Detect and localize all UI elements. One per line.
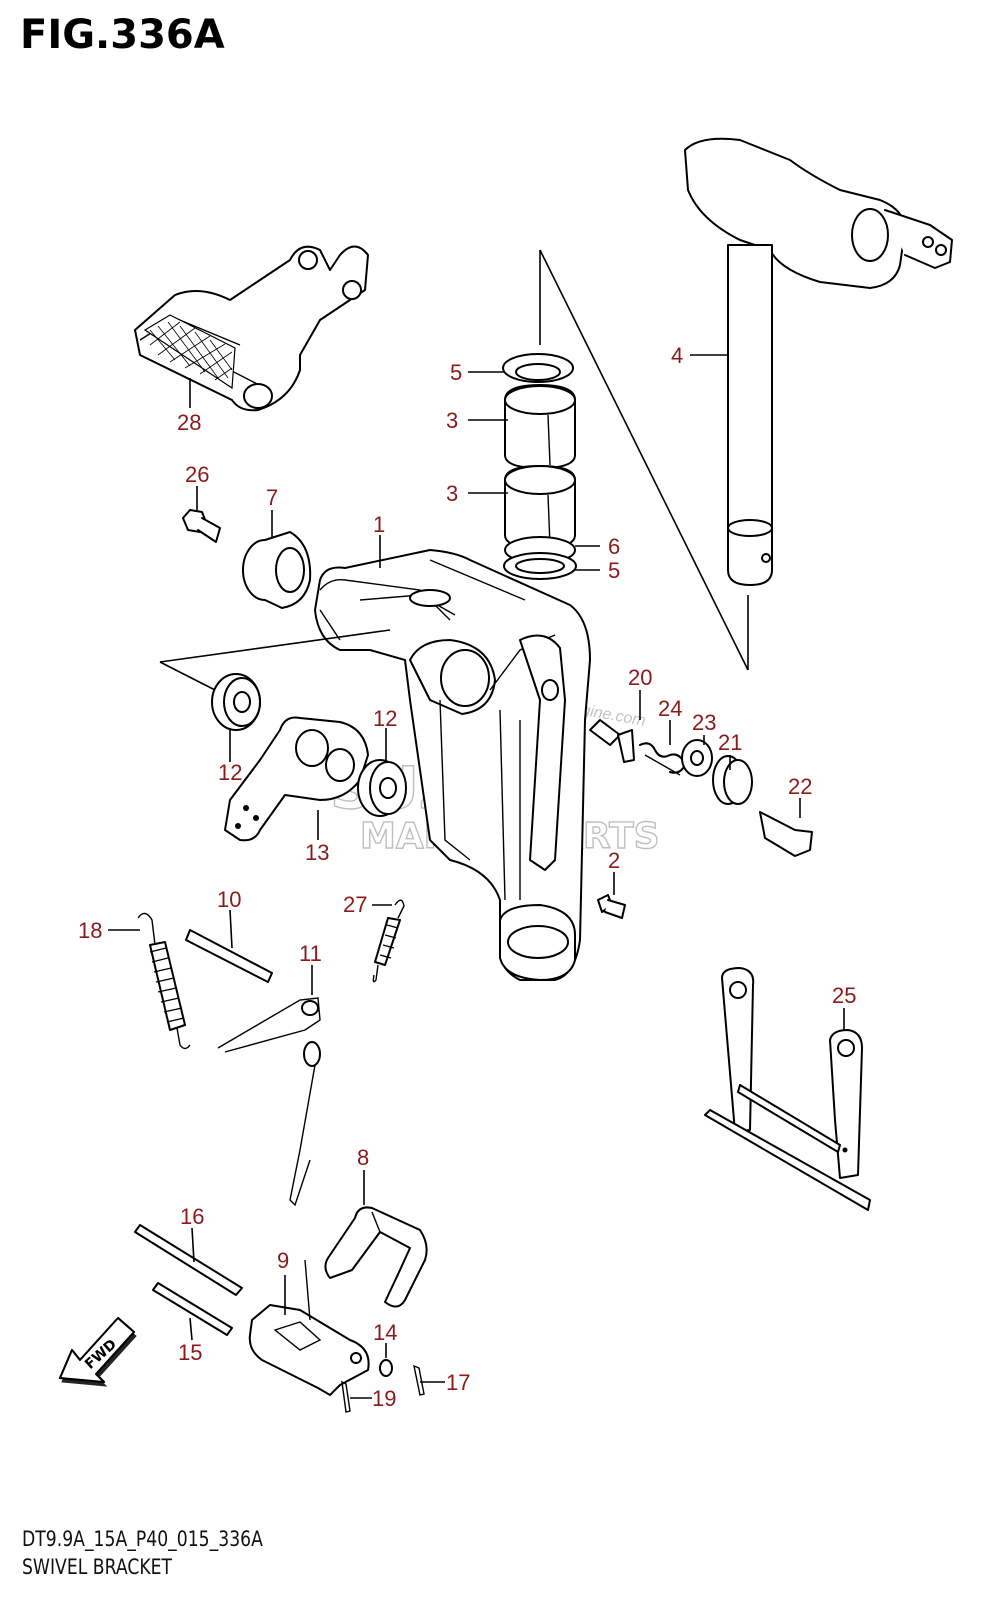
part-grease-fitting (597, 894, 626, 919)
part-steering-shaft (684, 137, 953, 586)
part-bushing-stack (502, 353, 577, 580)
part-clip-8 (324, 1206, 428, 1308)
callout-12b: 12 (373, 706, 397, 731)
callout-12a: 12 (218, 760, 242, 785)
part-tilt-lever (134, 245, 369, 412)
callout-23: 23 (692, 710, 716, 735)
callout-21: 21 (718, 730, 742, 755)
part-spring-18 (137, 912, 191, 1050)
callout-leaders (108, 354, 845, 1399)
part-bushing-12-left (211, 673, 261, 731)
callout-3a: 3 (446, 408, 458, 433)
part-swivel-bracket (314, 549, 591, 981)
callout-25: 25 (832, 983, 856, 1008)
part-bushing-12-right (357, 759, 407, 817)
callout-17: 17 (446, 1370, 470, 1395)
callout-7: 7 (266, 485, 278, 510)
callout-27: 27 (343, 892, 367, 917)
part-pin-15 (152, 1282, 233, 1336)
callout-labels: 1 2 3 3 4 5 5 6 7 8 9 10 11 12 12 13 14 … (78, 343, 856, 1411)
part-thrust-holder-13 (224, 716, 369, 842)
callout-11: 11 (299, 941, 322, 966)
callout-9: 9 (277, 1248, 289, 1273)
part-bolt-stack (589, 719, 813, 857)
callout-28: 28 (177, 410, 201, 435)
leader-lines (159, 249, 749, 691)
part-rod-11 (217, 997, 321, 1207)
callout-6: 6 (608, 534, 620, 559)
figure-code: DT9.9A_15A_P40_015_336A (22, 1527, 263, 1551)
fwd-arrow: FWD (59, 1317, 137, 1387)
callout-2: 2 (608, 848, 620, 873)
callout-15: 15 (178, 1340, 202, 1365)
part-bolt-26 (182, 509, 221, 543)
callout-20: 20 (628, 665, 652, 690)
part-cotter-17 (413, 1364, 425, 1396)
part-spring-27 (372, 899, 405, 983)
callout-10: 10 (217, 887, 241, 912)
part-bushing-7 (242, 531, 312, 609)
callout-13: 13 (305, 840, 329, 865)
callout-8: 8 (357, 1145, 369, 1170)
callout-1: 1 (373, 512, 385, 537)
part-tilt-stand-25 (704, 967, 871, 1211)
callout-16: 16 (180, 1204, 204, 1229)
figure-title: FIG.336A (20, 12, 225, 58)
part-bracket-9 (248, 1259, 370, 1396)
callout-18: 18 (78, 918, 102, 943)
callout-14: 14 (373, 1320, 397, 1345)
callout-5b: 5 (608, 558, 620, 583)
callout-24: 24 (658, 696, 682, 721)
part-pin-16 (134, 1224, 243, 1296)
callout-3b: 3 (446, 481, 458, 506)
callout-4: 4 (671, 343, 683, 368)
callout-5a: 5 (450, 360, 462, 385)
part-pin-10 (185, 929, 273, 983)
figure-name: SWIVEL BRACKET (22, 1555, 173, 1579)
callout-22: 22 (788, 774, 812, 799)
callout-26: 26 (185, 462, 209, 487)
callout-19: 19 (372, 1386, 396, 1411)
part-cotter-19 (341, 1380, 351, 1413)
part-washer-14 (379, 1359, 393, 1377)
